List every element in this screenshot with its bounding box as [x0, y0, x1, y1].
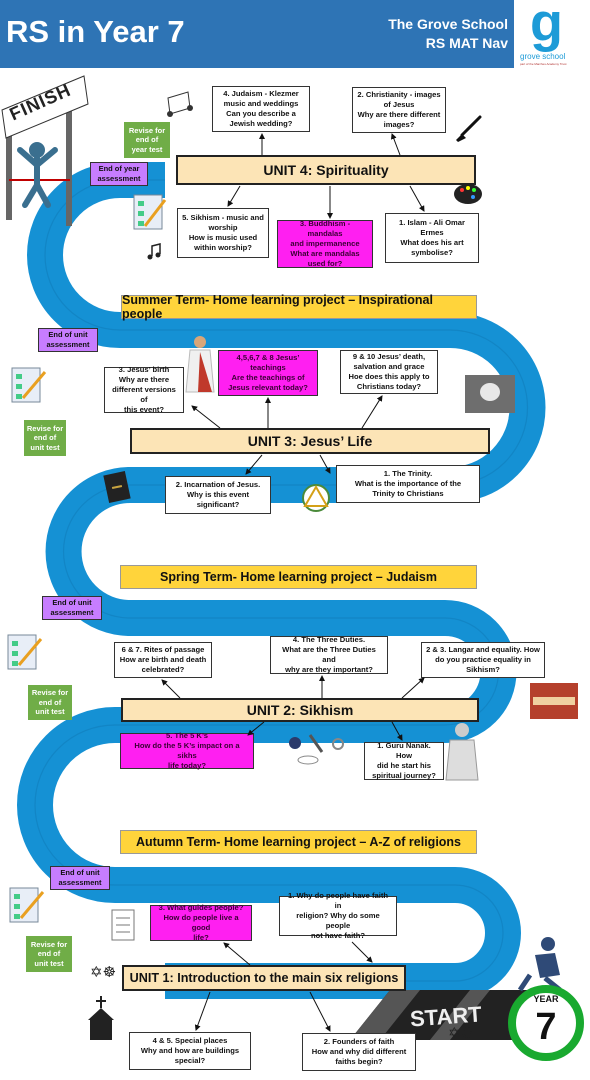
school-name: The Grove School RS MAT Nav — [388, 15, 508, 53]
unit2-banner: UNIT 2: Sikhism — [121, 698, 479, 722]
finish-gate-icon — [1, 75, 89, 226]
page-title: RS in Year 7 — [6, 14, 185, 49]
school-logo-text: grove school — [520, 52, 566, 61]
school-logo-letter: g — [530, 0, 563, 53]
palette-icon — [454, 184, 482, 204]
school-name-line2: RS MAT Nav — [425, 35, 508, 51]
unit2-duties-box: 4. The Three Duties.What are the Three D… — [270, 635, 388, 674]
runner-icon — [517, 937, 562, 992]
spring-term-project: Spring Term- Home learning project – Jud… — [120, 565, 477, 589]
start-line-icon — [350, 990, 560, 1040]
scroll-icon — [111, 909, 135, 941]
langar-photo — [530, 683, 578, 719]
summer-term-project: Summer Term- Home learning project – Ins… — [121, 293, 477, 321]
year-badge-number: 7 — [535, 1006, 557, 1048]
checklist-icon — [9, 887, 45, 923]
five-ks-icon — [289, 734, 344, 765]
unit3-incarnation-box: 2. Incarnation of Jesus.Why is this even… — [165, 476, 271, 514]
school-logo — [514, 0, 590, 68]
unit4-banner: UNIT 4: Spirituality — [176, 155, 476, 185]
paintbrush-icon — [456, 115, 482, 142]
music-notes-icon — [147, 91, 193, 260]
autumn-term-project: Autumn Term- Home learning project – A-Z… — [120, 830, 477, 854]
svg-text:✡☪: ✡☪ — [448, 1024, 474, 1042]
bible-icon — [103, 471, 131, 503]
religion-symbols-icon: ✡☪ — [448, 1024, 474, 1042]
trinity-symbol-icon — [302, 484, 330, 512]
checklist-icon — [7, 634, 43, 670]
guru-nanak-image — [445, 723, 479, 781]
unit3-banner: UNIT 3: Jesus’ Life — [130, 428, 490, 454]
school-name-line1: The Grove School — [388, 16, 508, 32]
jesus-figure-icon — [185, 336, 215, 393]
header-bar — [0, 0, 590, 68]
year-badge-label: YEAR — [533, 994, 559, 1004]
church-icon — [88, 996, 114, 1040]
checklist-icon — [133, 194, 167, 230]
unit1-guides-box: 3. What guides people?How do people live… — [150, 903, 252, 942]
year-badge — [508, 985, 584, 1061]
svg-text:✡☸: ✡☸ — [90, 963, 116, 981]
unit1-banner: UNIT 1: Introduction to the main six rel… — [122, 965, 406, 991]
unit3-trinity-box: 1. The Trinity.What is the importance of… — [336, 465, 480, 503]
empty-tomb-image — [465, 375, 515, 413]
school-logo-subtext: part of the Marches Academy Trust — [520, 62, 567, 66]
checklist-icon — [11, 367, 47, 403]
religion-symbols-icon: ✡☸ — [90, 963, 116, 981]
